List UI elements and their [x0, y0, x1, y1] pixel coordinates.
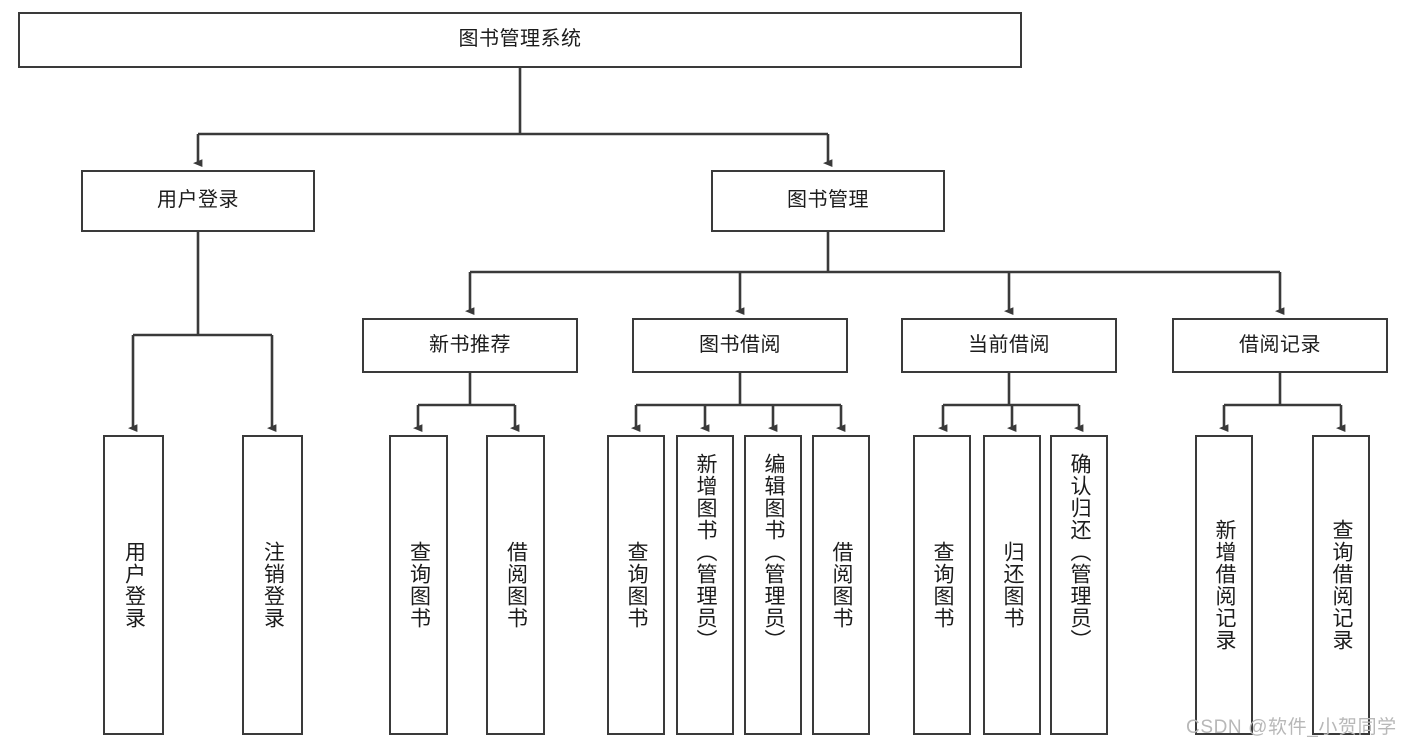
node-leaf-borrow-edit[interactable]: 编辑图书（管理员） [744, 435, 802, 735]
node-book-manage-label: 图书管理 [787, 189, 869, 212]
node-leaf-user-logout-label: 注销登录 [261, 541, 285, 629]
node-user-login-label: 用户登录 [157, 189, 239, 212]
node-user-login[interactable]: 用户登录 [81, 170, 315, 232]
node-leaf-rec-add-label: 新增借阅记录 [1213, 519, 1237, 651]
node-current-borrow[interactable]: 当前借阅 [901, 318, 1117, 373]
node-leaf-borrow-add-label: 新增图书（管理员） [694, 453, 718, 651]
node-new-book-rec[interactable]: 新书推荐 [362, 318, 578, 373]
node-book-borrow-label: 图书借阅 [699, 333, 781, 356]
node-leaf-cur-query[interactable]: 查询图书 [913, 435, 971, 735]
node-borrow-record[interactable]: 借阅记录 [1172, 318, 1388, 373]
node-leaf-user-login-label: 用户登录 [122, 541, 146, 629]
node-root[interactable]: 图书管理系统 [18, 12, 1022, 68]
node-leaf-user-login[interactable]: 用户登录 [103, 435, 164, 735]
node-leaf-cur-confirm[interactable]: 确认归还（管理员） [1050, 435, 1108, 735]
node-leaf-borrow-do-label: 借阅图书 [830, 541, 854, 629]
node-root-label: 图书管理系统 [458, 28, 582, 51]
node-leaf-rec-query-label: 查询图书 [407, 541, 431, 629]
node-leaf-cur-return-label: 归还图书 [1001, 541, 1025, 629]
node-leaf-borrow-add[interactable]: 新增图书（管理员） [676, 435, 734, 735]
node-leaf-user-logout[interactable]: 注销登录 [242, 435, 303, 735]
node-borrow-record-label: 借阅记录 [1239, 333, 1321, 356]
node-leaf-borrow-query-label: 查询图书 [625, 541, 649, 629]
node-leaf-rec-borrow[interactable]: 借阅图书 [486, 435, 545, 735]
node-leaf-cur-query-label: 查询图书 [931, 541, 955, 629]
node-leaf-borrow-edit-label: 编辑图书（管理员） [762, 453, 786, 651]
node-leaf-borrow-do[interactable]: 借阅图书 [812, 435, 870, 735]
node-leaf-rec-add[interactable]: 新增借阅记录 [1195, 435, 1253, 735]
node-leaf-cur-return[interactable]: 归还图书 [983, 435, 1041, 735]
node-book-manage[interactable]: 图书管理 [711, 170, 945, 232]
node-leaf-cur-confirm-label: 确认归还（管理员） [1068, 453, 1092, 651]
csdn-watermark: CSDN @软件_小贺同学 [1186, 717, 1397, 738]
node-book-borrow[interactable]: 图书借阅 [632, 318, 848, 373]
node-new-book-rec-label: 新书推荐 [429, 333, 511, 356]
node-leaf-rec-search[interactable]: 查询借阅记录 [1312, 435, 1370, 735]
node-leaf-rec-search-label: 查询借阅记录 [1330, 519, 1354, 651]
node-leaf-borrow-query[interactable]: 查询图书 [607, 435, 665, 735]
node-current-borrow-label: 当前借阅 [968, 333, 1050, 356]
node-leaf-rec-borrow-label: 借阅图书 [504, 541, 528, 629]
node-leaf-rec-query[interactable]: 查询图书 [389, 435, 448, 735]
